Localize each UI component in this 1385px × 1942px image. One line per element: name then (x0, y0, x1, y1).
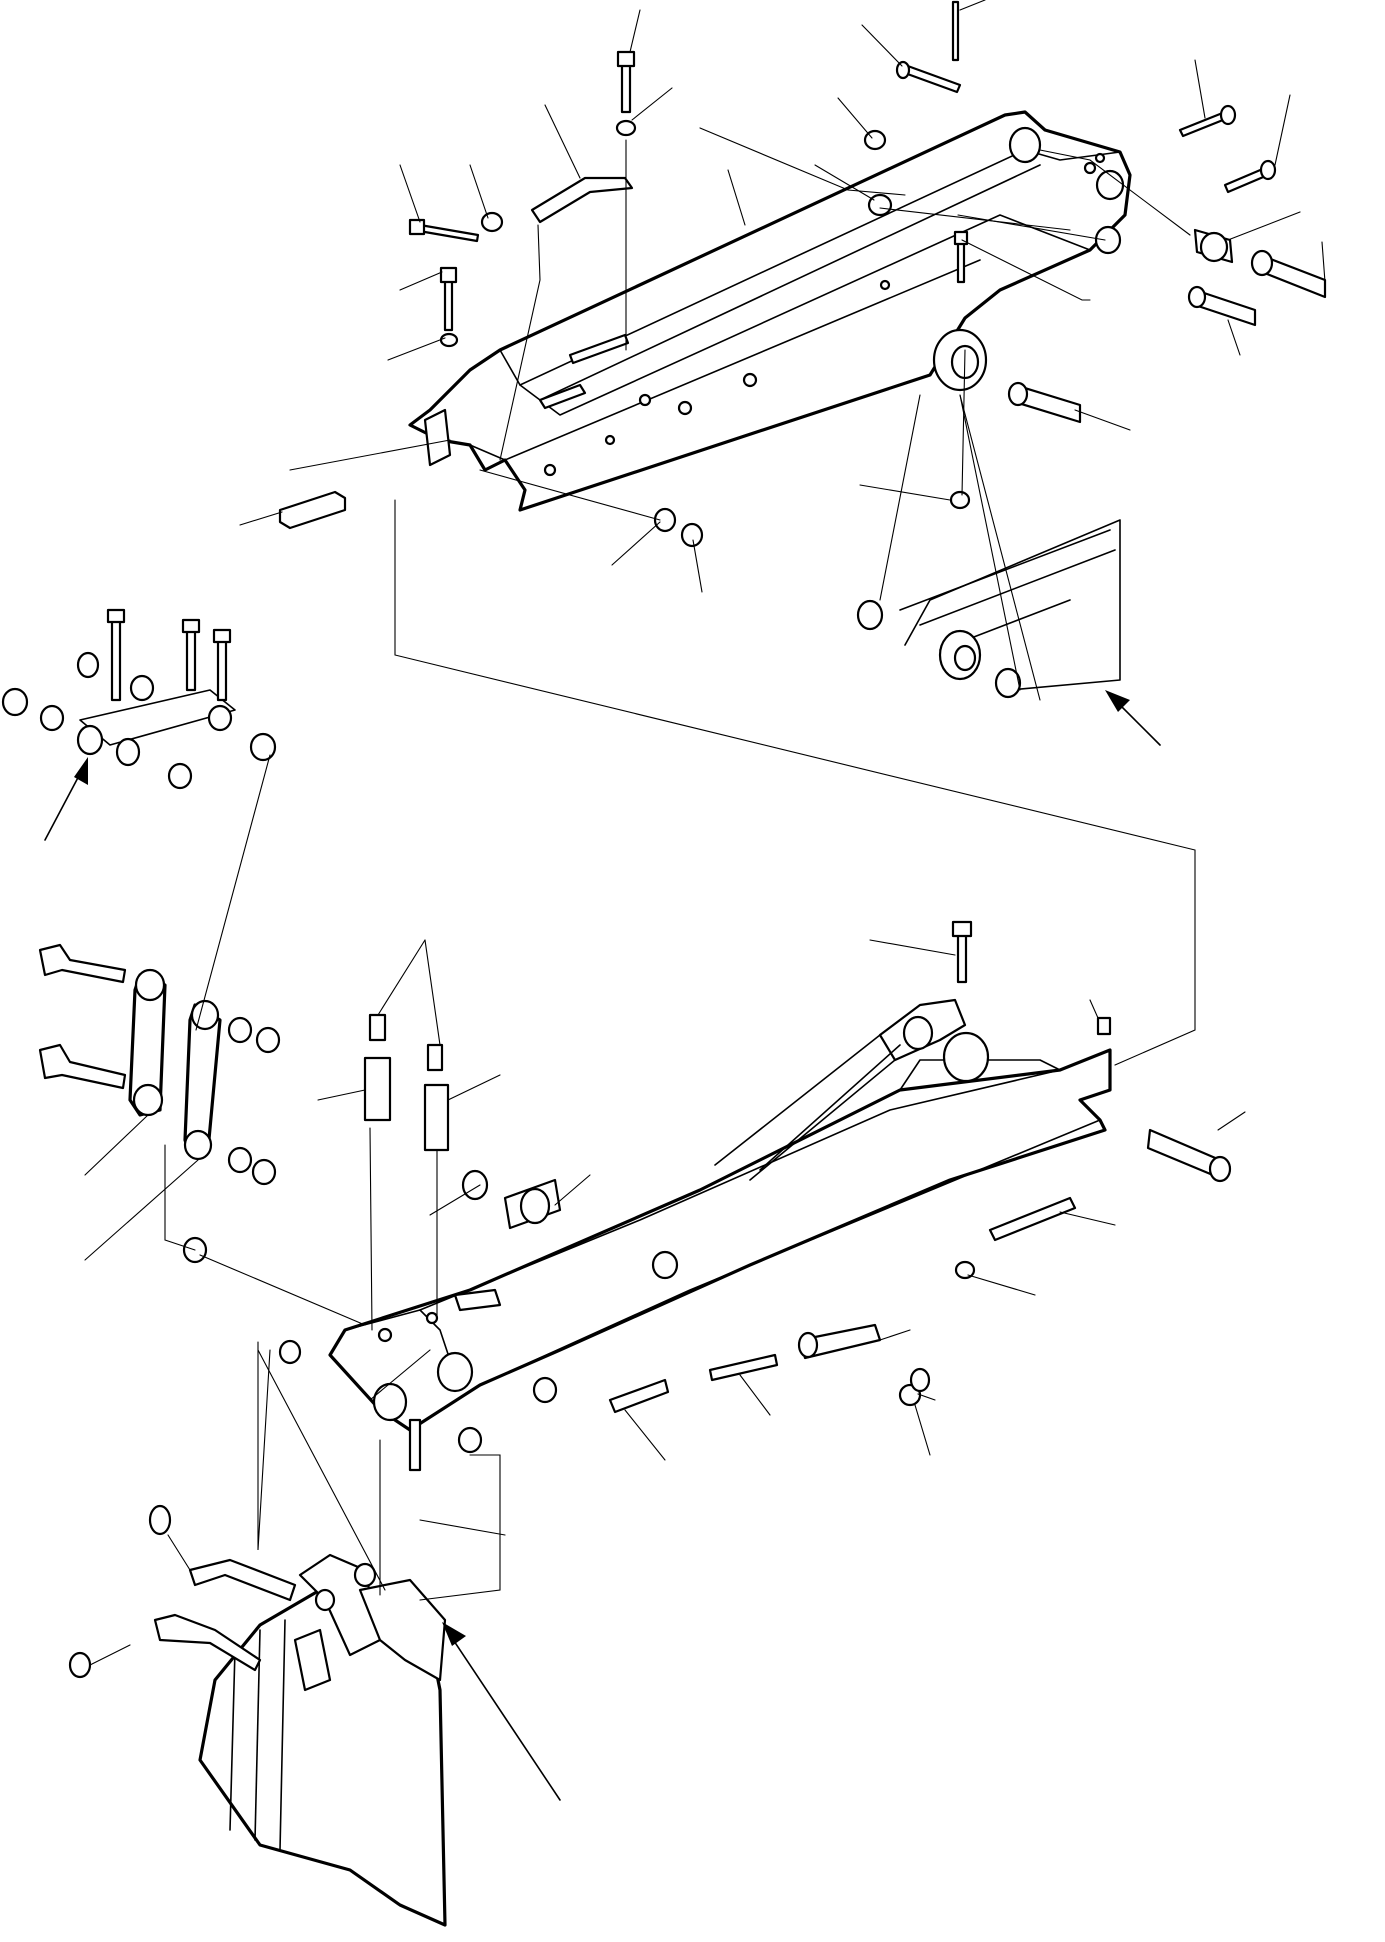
upper-arm-body (408, 110, 1132, 512)
arrow-icon (44, 757, 88, 841)
bucket-assembly (68, 1418, 447, 1927)
lower-arm-body (328, 1048, 1112, 1432)
lower-arm-pivot-boss (942, 1031, 990, 1083)
lower-arm-assembly (328, 998, 1112, 1432)
arrow-icon (442, 1622, 561, 1801)
leader-lines (84, 0, 1326, 1666)
direction-arrows (44, 690, 1161, 1801)
lower-arm-hardware (182, 920, 1232, 1454)
connecting-links (38, 943, 281, 1186)
pin-detail-view (1, 608, 277, 790)
bucket-body (198, 1588, 447, 1927)
handle-part (530, 176, 634, 224)
arrow-icon (1105, 690, 1161, 746)
upper-arm-hardware (278, 0, 1327, 548)
detail-view-boom-end (856, 519, 1121, 699)
upper-arm-assembly (408, 110, 1132, 512)
